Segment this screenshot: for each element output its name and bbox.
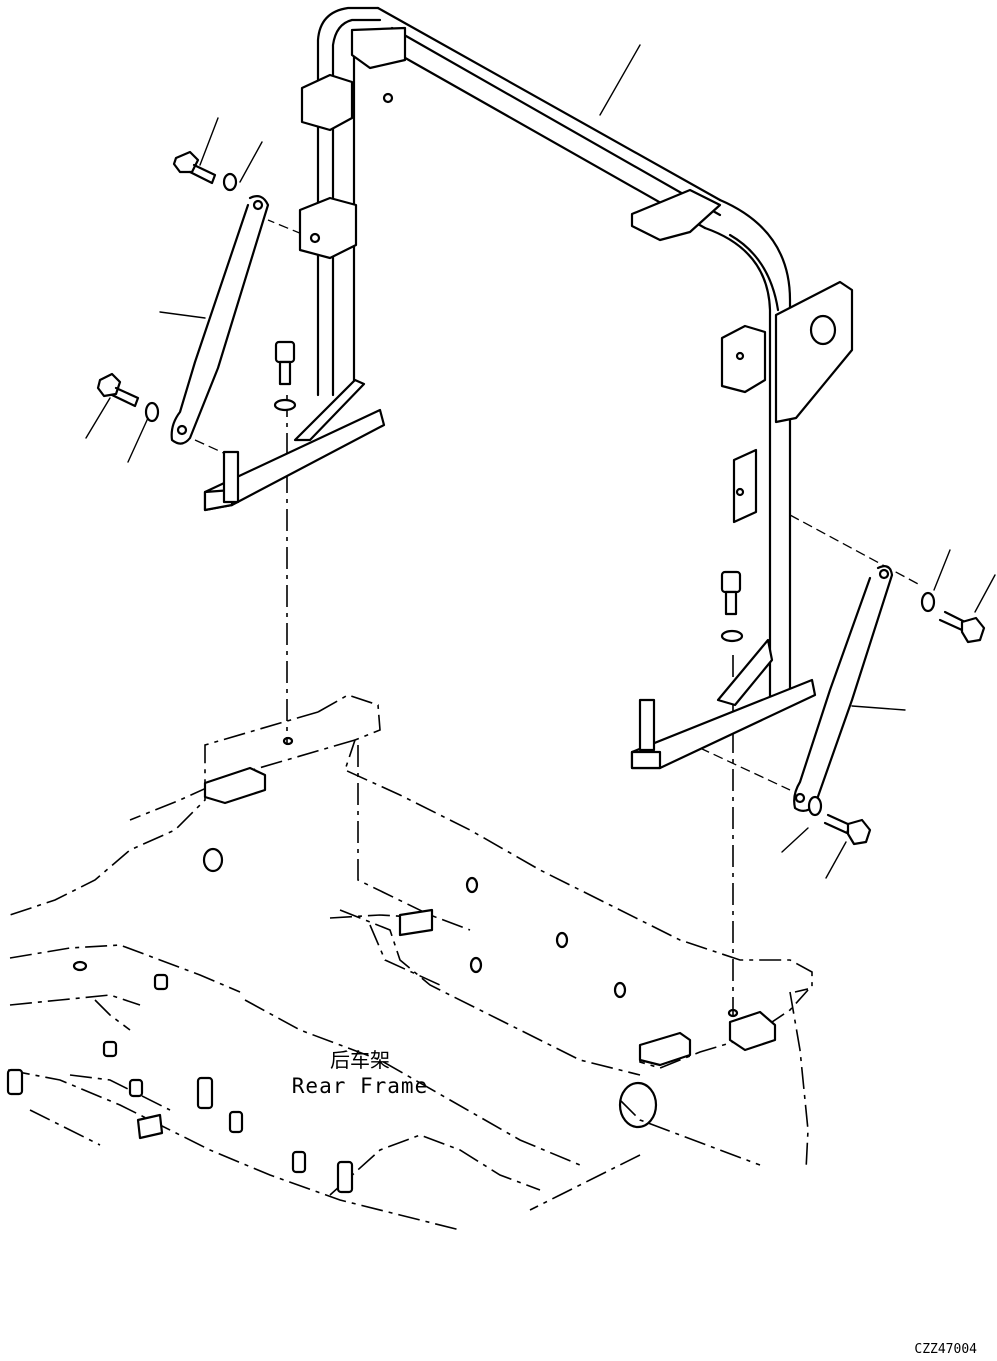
washer-icon xyxy=(273,398,297,412)
right-brace xyxy=(793,565,894,812)
bolt-icon xyxy=(823,813,872,846)
frame-holes xyxy=(72,736,739,1129)
bolt-icon xyxy=(720,570,742,616)
washer-icon xyxy=(920,591,936,613)
washer-icon xyxy=(222,172,238,192)
rear-frame-label-cn: 后车架 xyxy=(330,1048,390,1072)
frame-posts xyxy=(6,908,777,1194)
bolt-icon xyxy=(172,150,217,185)
bolt-icon xyxy=(96,372,140,408)
washer-icon xyxy=(720,629,744,643)
left-brace xyxy=(170,195,270,445)
washer-icon xyxy=(807,795,823,817)
bolt-icon xyxy=(938,610,986,644)
leader-lines xyxy=(85,44,996,879)
fasteners xyxy=(96,150,986,846)
rear-frame-outline xyxy=(7,694,813,1231)
rops-frame xyxy=(203,6,854,770)
bolt-icon xyxy=(274,340,296,386)
drawing-code: CZZ47004 xyxy=(914,1342,977,1357)
rear-frame-label-en: Rear Frame xyxy=(291,1074,429,1098)
washer-icon xyxy=(144,401,160,423)
